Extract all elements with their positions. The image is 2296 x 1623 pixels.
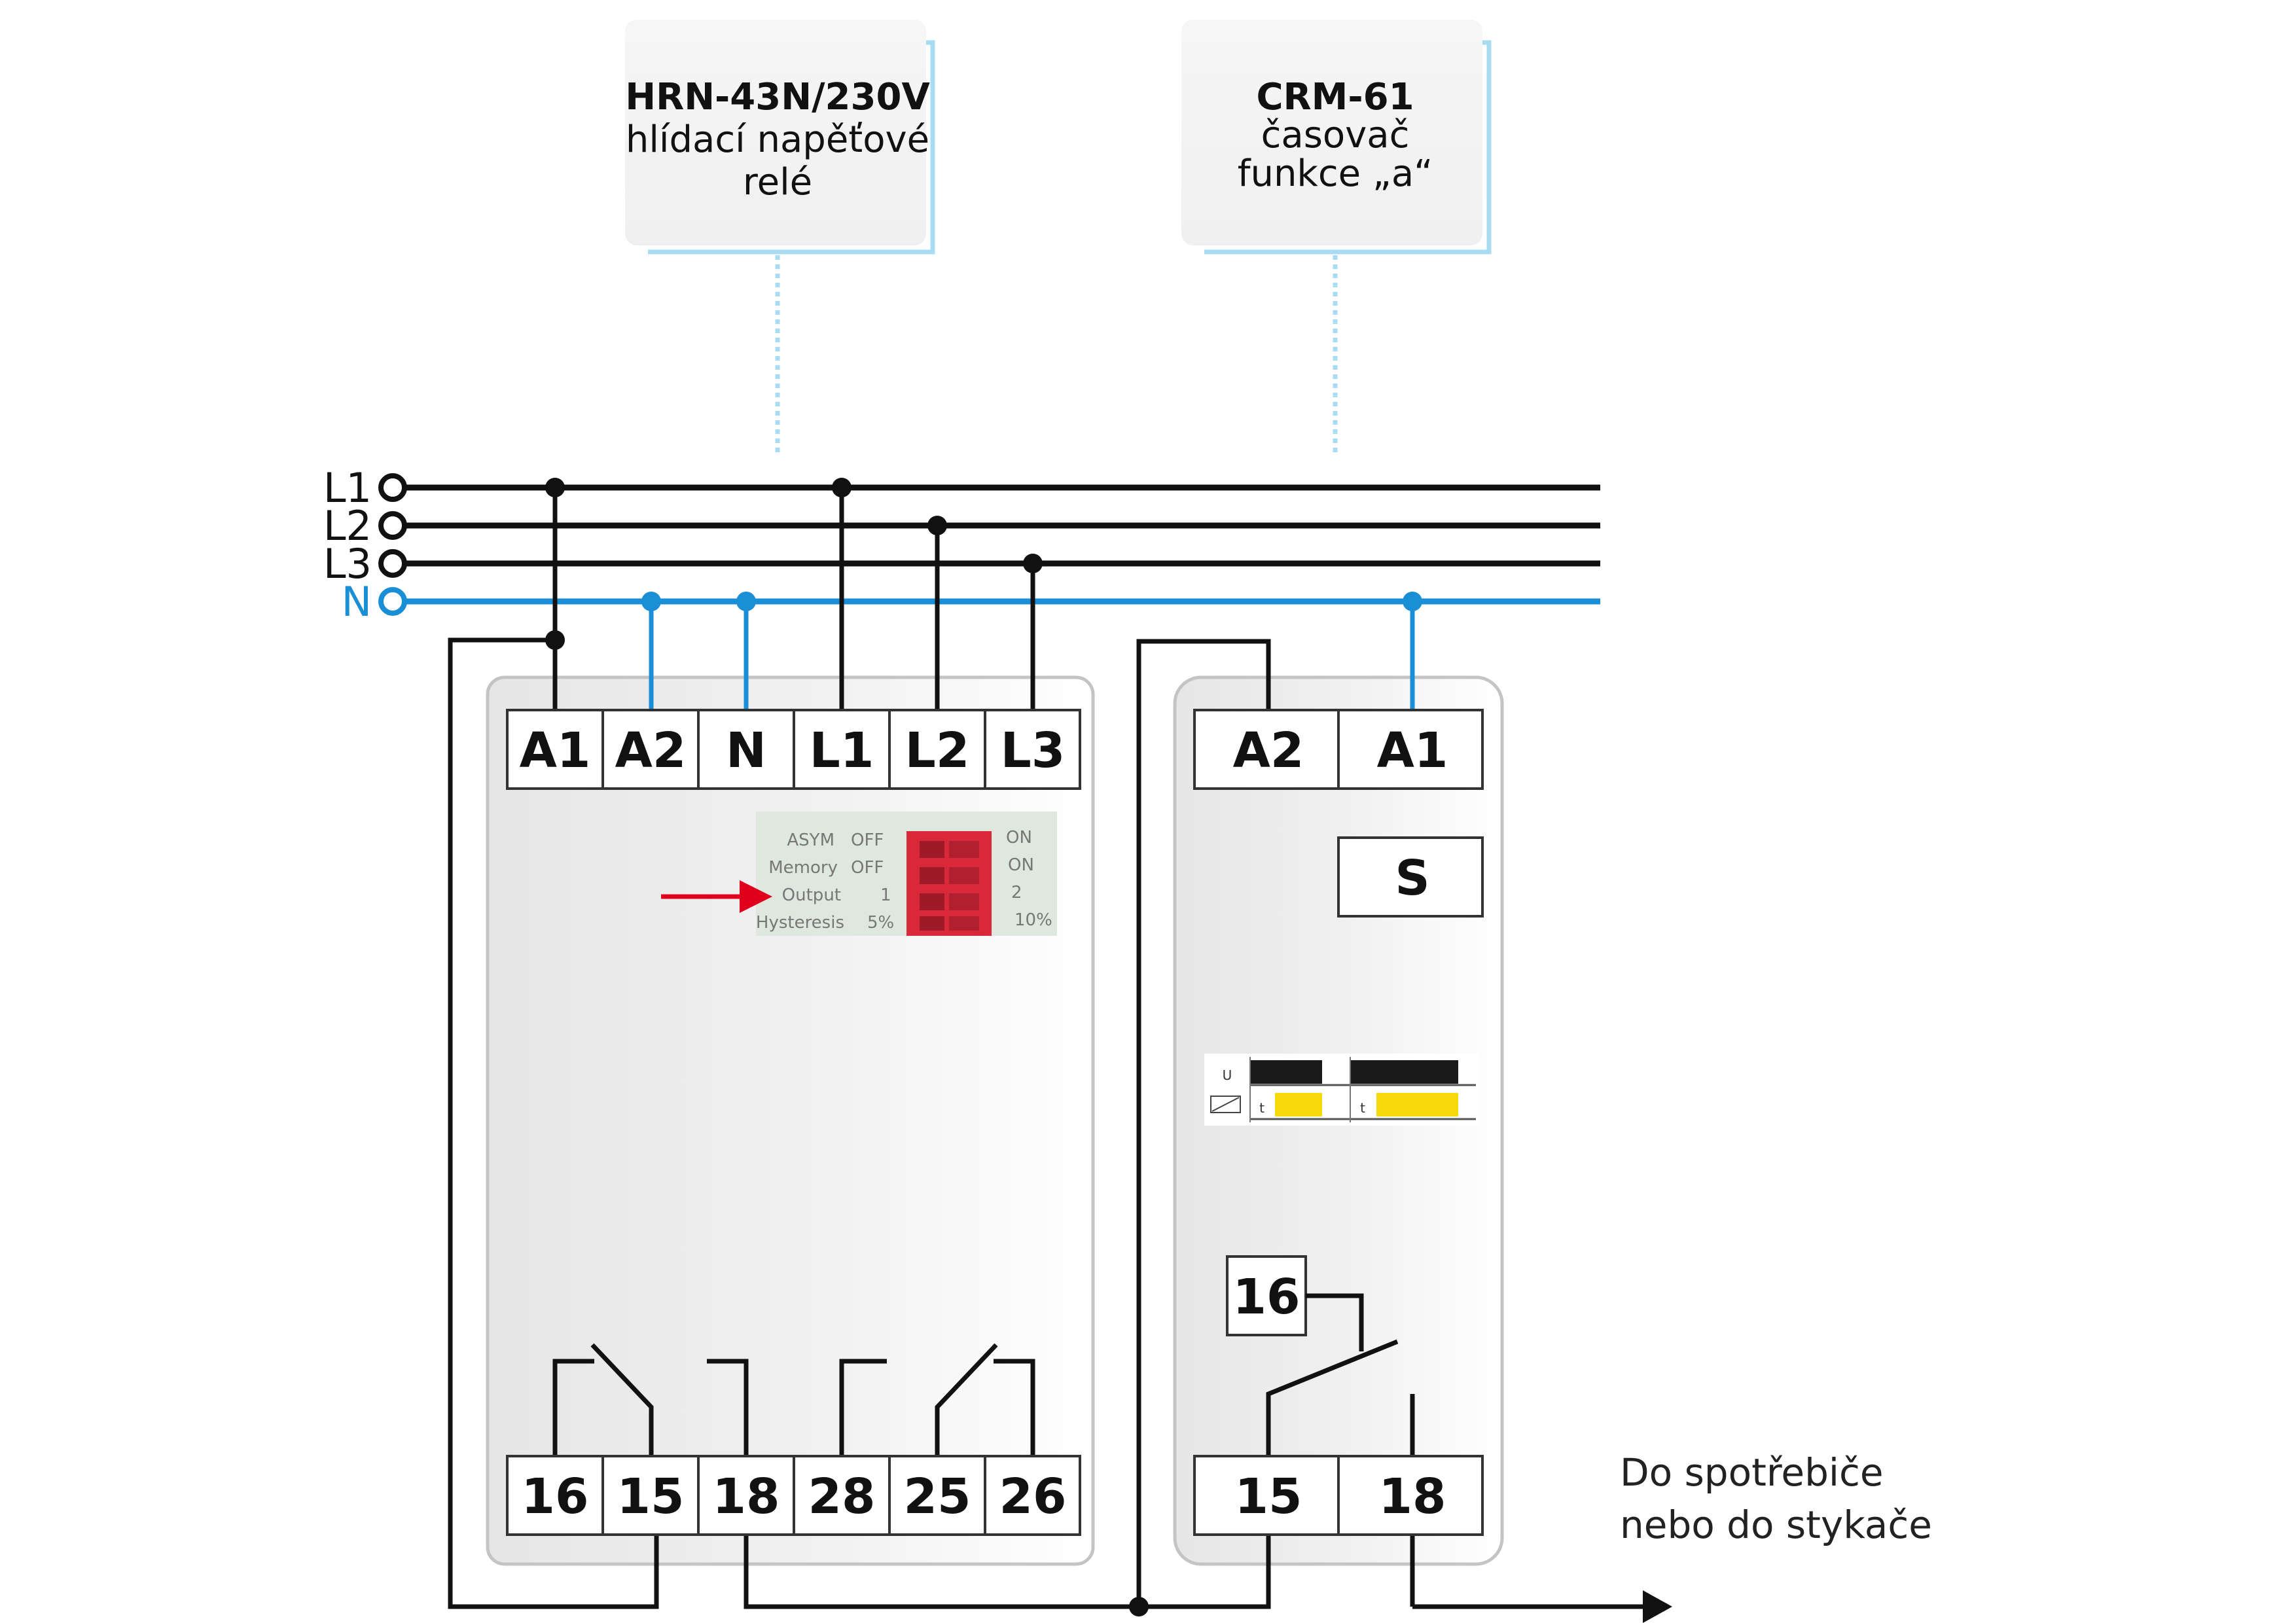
hrn-subtitle-2: relé [743, 161, 812, 204]
hrn-terminal-16: 16 [522, 1469, 589, 1525]
dip-row-name-3: Output [782, 885, 841, 905]
dip-switch-panel: ASYM OFF ON Memory OFF ON Output 1 2 Hys… [756, 812, 1057, 936]
hrn-supply-wires [545, 478, 1043, 710]
crm-subtitle-2: funkce „a“ [1238, 152, 1433, 195]
hrn-terminal-l3: L3 [1001, 722, 1066, 779]
label-l1: L1 [323, 464, 372, 512]
hrn-terminal-15: 15 [617, 1469, 685, 1525]
dip-row-name-2: Memory [768, 858, 838, 878]
crm-title: CRM-61 [1256, 76, 1414, 118]
crm-label-card: CRM-61 časovač funkce „a“ [1181, 20, 1492, 455]
terminal-circle-l3 [378, 549, 407, 578]
dip-row-right-4: 10% [1014, 910, 1052, 930]
dip-row-left-4: 5% [867, 913, 894, 933]
crm-terminal-18: 18 [1379, 1469, 1446, 1525]
dip-row-right-2: ON [1008, 855, 1034, 875]
dip-row-right-3: 2 [1011, 883, 1022, 902]
timing-u-label: U [1223, 1067, 1232, 1083]
hrn-terminal-a2: A2 [615, 722, 687, 779]
label-l3: L3 [323, 540, 372, 588]
hrn-terminal-l1: L1 [810, 722, 874, 779]
hrn-housing [486, 675, 1095, 1566]
timing-t2-label: t [1360, 1100, 1365, 1116]
control-wires [448, 630, 1672, 1623]
crm-terminal-a1: A1 [1377, 722, 1448, 779]
timing-t1-label: t [1259, 1100, 1265, 1116]
dip-switch-block [906, 831, 992, 936]
dip-row-right-1: ON [1006, 828, 1032, 847]
dip-row-left-2: OFF [851, 858, 884, 878]
crm-top-terminal-block: A2 A1 [1193, 709, 1484, 790]
crm-terminal-a2: A2 [1233, 722, 1304, 779]
hrn-terminal-26: 26 [999, 1469, 1067, 1525]
crm-s-terminal: S [1337, 836, 1484, 918]
hrn-top-terminal-block: A1 A2 N L1 L2 L3 [506, 709, 1081, 790]
output-arrow [1643, 1590, 1672, 1623]
hrn-terminal-28: 28 [808, 1469, 876, 1525]
hrn-terminal-25: 25 [904, 1469, 971, 1525]
hrn-terminal-l2: L2 [905, 722, 970, 779]
crm-terminal-16: 16 [1233, 1269, 1300, 1325]
hrn-terminal-n: N [726, 722, 766, 779]
terminal-circle-l2 [378, 511, 407, 540]
label-l2: L2 [323, 502, 372, 550]
hrn-bottom-terminal-block: 16 15 18 28 25 26 [506, 1455, 1081, 1536]
terminal-circle-l1 [378, 473, 407, 502]
hrn-label-card: HRN-43N/230V hlídací napěťové relé [625, 20, 935, 455]
hrn-relay-contacts [552, 1343, 1035, 1456]
supply-bus: L1 L2 L3 N [323, 464, 1600, 626]
crm-supply-wires [1136, 592, 1422, 1607]
hrn-subtitle-1: hlídací napěťové [626, 118, 929, 161]
output-selector-arrow [661, 880, 772, 913]
terminal-circle-n [378, 587, 407, 616]
output-caption: Do spotřebiče nebo do stykače [1620, 1450, 1932, 1547]
timing-diagram: U t t [1204, 1054, 1479, 1126]
crm-relay-contact: 16 [1226, 1255, 1415, 1456]
dip-row-left-3: 1 [880, 885, 891, 905]
crm-terminal-s: S [1395, 850, 1429, 906]
hrn-title: HRN-43N/230V [625, 76, 930, 118]
crm-terminal-15: 15 [1235, 1469, 1302, 1525]
output-caption-line-1: Do spotřebiče [1620, 1450, 1884, 1495]
hrn-terminal-18: 18 [713, 1469, 780, 1525]
dip-row-name-1: ASYM [787, 830, 834, 850]
hrn-terminal-a1: A1 [520, 722, 591, 779]
label-n: N [342, 578, 372, 626]
dip-row-left-1: OFF [851, 830, 884, 850]
crm-subtitle-1: časovač [1261, 114, 1410, 156]
dip-row-name-4: Hysteresis [756, 913, 844, 933]
crm-bottom-terminal-block: 15 18 [1193, 1455, 1484, 1536]
output-caption-line-2: nebo do stykače [1620, 1503, 1932, 1547]
